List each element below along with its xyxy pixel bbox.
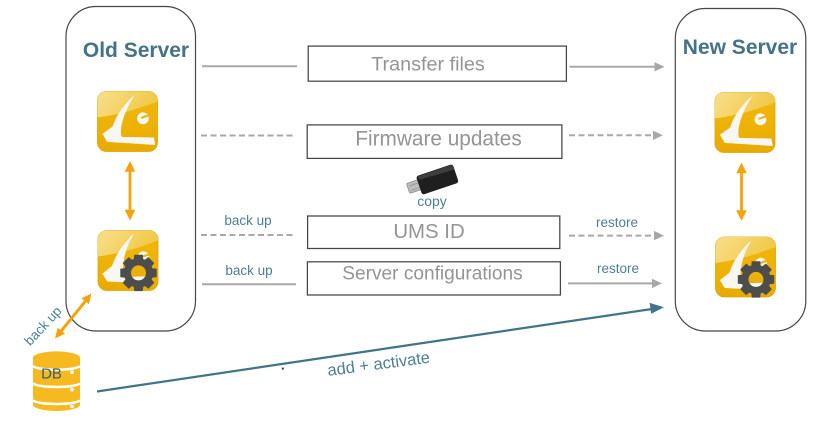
svg-text:Transfer files: Transfer files bbox=[371, 54, 485, 76]
svg-text:Old Server: Old Server bbox=[83, 39, 189, 62]
svg-text:back up: back up bbox=[224, 213, 271, 228]
svg-text:DB: DB bbox=[41, 366, 62, 383]
svg-text:restore: restore bbox=[597, 261, 639, 276]
svg-text:Firmware updates: Firmware updates bbox=[355, 128, 521, 151]
svg-text:back up: back up bbox=[225, 263, 272, 278]
svg-text:add + activate: add + activate bbox=[326, 349, 431, 380]
svg-text:copy: copy bbox=[417, 193, 447, 209]
svg-text:restore: restore bbox=[596, 215, 638, 230]
svg-text:back up: back up bbox=[21, 304, 64, 349]
svg-text:New Server: New Server bbox=[683, 36, 797, 59]
svg-text:Server configurations: Server configurations bbox=[342, 264, 522, 285]
svg-text:UMS ID: UMS ID bbox=[393, 221, 464, 243]
